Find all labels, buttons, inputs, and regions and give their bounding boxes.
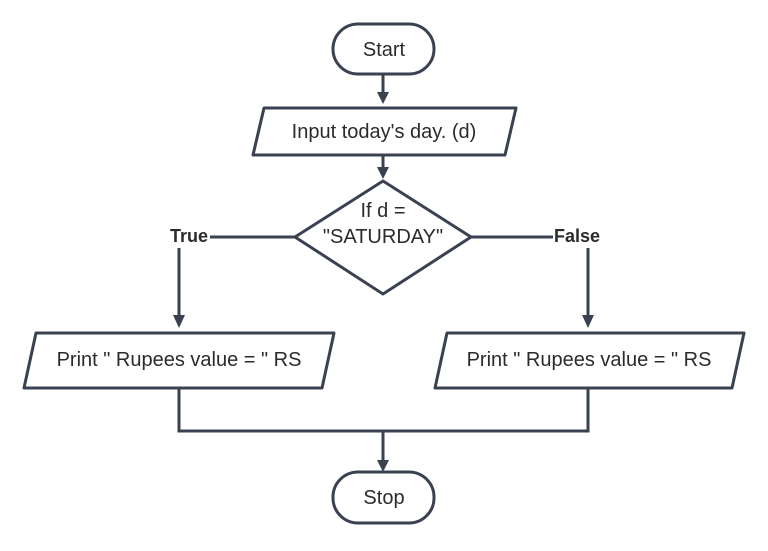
stop-node: Stop (331, 470, 436, 525)
input-node: Input today's day. (d) (251, 106, 518, 157)
arrow-input-to-decision (377, 155, 389, 179)
true-label: True (170, 226, 208, 246)
arrow-start-to-input (377, 74, 389, 104)
input-label: Input today's day. (d) (292, 121, 477, 143)
true-branch-connector (173, 235, 295, 328)
print-true-node: Print " Rupees value = " RS (22, 331, 336, 390)
start-label: Start (363, 39, 406, 61)
print-false-label: Print " Rupees value = " RS (467, 349, 712, 371)
print-true-label: Print " Rupees value = " RS (57, 349, 302, 371)
decision-line-2: "SATURDAY" (323, 226, 443, 248)
decision-node: If d = "SATURDAY" (293, 179, 473, 296)
decision-line-1: If d = (360, 200, 405, 222)
false-branch-connector (471, 235, 594, 328)
start-node: Start (331, 22, 436, 76)
merge-connector (177, 388, 590, 472)
print-false-node: Print " Rupees value = " RS (433, 331, 746, 390)
stop-label: Stop (363, 487, 404, 509)
false-label: False (554, 226, 600, 246)
